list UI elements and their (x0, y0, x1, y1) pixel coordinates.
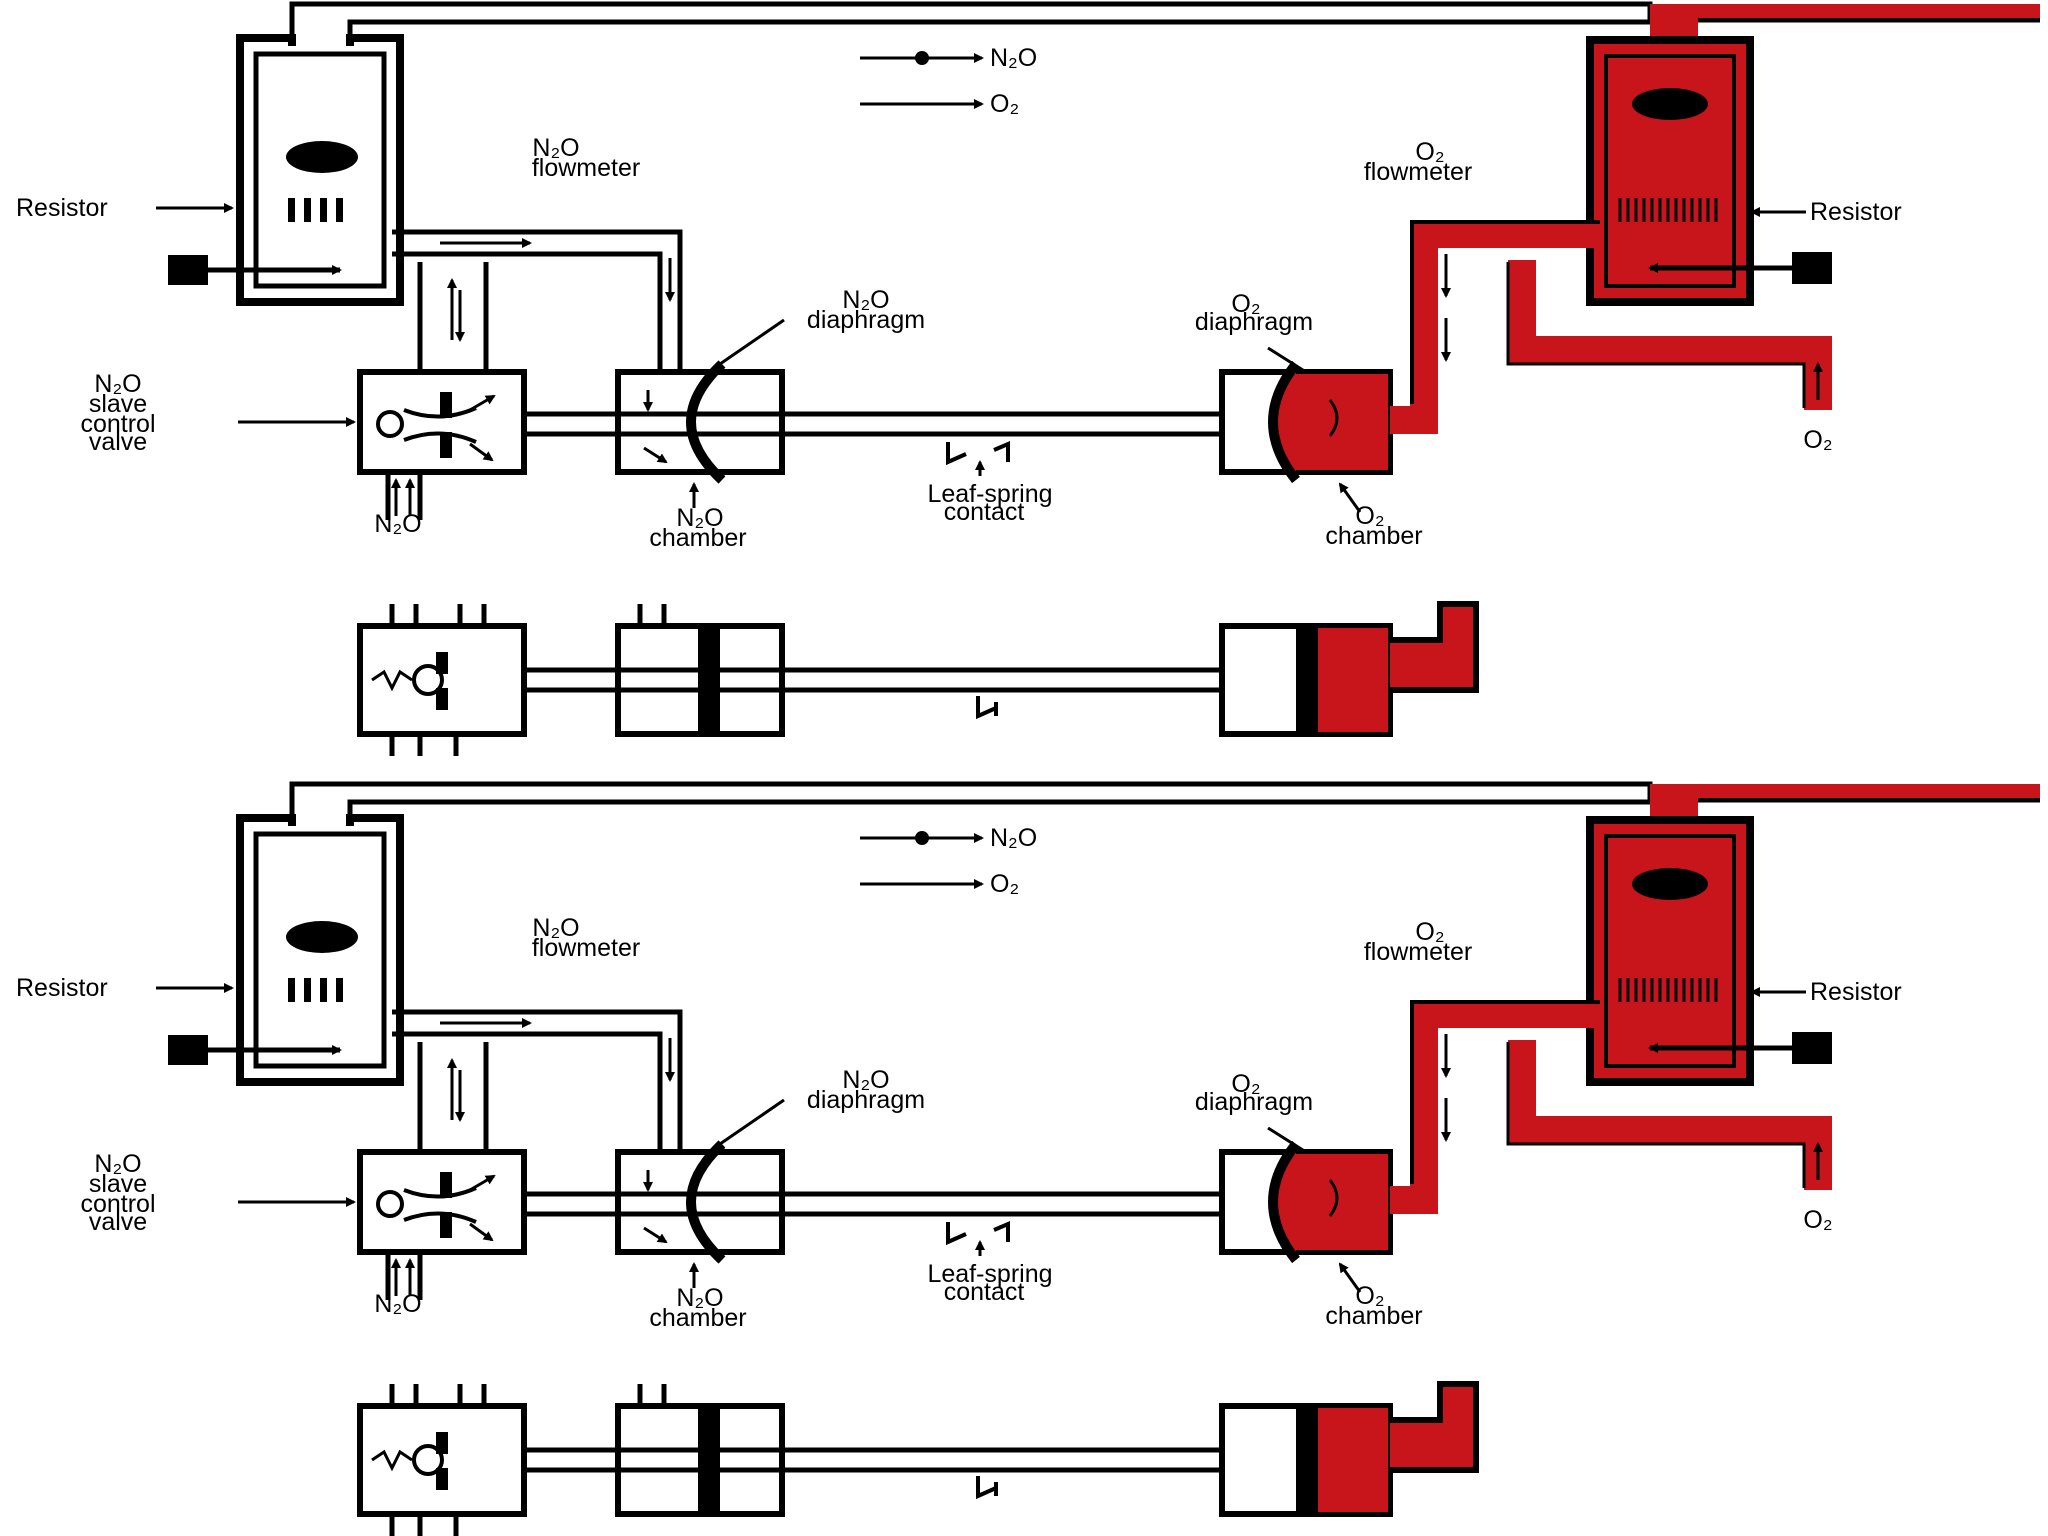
slave-valve-label-2: slave (89, 1170, 147, 1198)
o2-diaphragm-label: O₂ (1231, 1070, 1260, 1098)
leaf-spring-label-2: contact (944, 1278, 1025, 1306)
n2o-flowmeter-label-2: flowmeter (532, 934, 640, 962)
leaf-spring-label: Leaf-spring (927, 480, 1052, 508)
resistor-left-label: Resistor (16, 194, 108, 222)
o2-flowmeter-label: O₂ (1415, 138, 1444, 166)
o2-inlet-label: O₂ (1803, 1206, 1832, 1234)
o2-flowmeter-label: O₂ (1415, 918, 1444, 946)
n2o-chamber-label-2: chamber (649, 524, 746, 552)
panel-top (156, 4, 2040, 756)
n2o-chamber-label-2: chamber (649, 1304, 746, 1332)
n2o-diaphragm-label-2: diaphragm (807, 306, 925, 334)
slave-valve-label-2: slave (89, 390, 147, 418)
resistor-left-label: Resistor (16, 974, 108, 1002)
n2o-inlet-label: N₂O (374, 510, 421, 538)
legend-n2o-label: N₂O (990, 44, 1037, 72)
n2o-inlet-label: N₂O (374, 1290, 421, 1318)
o2-diaphragm-label: O₂ (1231, 290, 1260, 318)
o2-flowmeter-label-2: flowmeter (1364, 938, 1472, 966)
n2o-diaphragm-label-2: diaphragm (807, 1086, 925, 1114)
labels-panel-top: N₂O O₂ Resistor Resistor N₂O flowmeter O… (16, 44, 1902, 552)
panel-bottom (156, 784, 2040, 1536)
n2o-flowmeter-label-2: flowmeter (532, 154, 640, 182)
slave-valve-label-3: control (80, 410, 155, 438)
o2-chamber-label-2: chamber (1325, 522, 1422, 550)
resistor-right-label: Resistor (1810, 198, 1902, 226)
labels-panel-bottom: N₂O O₂ Resistor Resistor N₂O flowmeter O… (16, 824, 1902, 1332)
o2-diaphragm-label-2: diaphragm (1195, 1088, 1313, 1116)
legend-o2-label: O₂ (990, 90, 1019, 118)
slave-valve-label-3: control (80, 1190, 155, 1218)
o2-chamber-label: O₂ (1355, 502, 1384, 530)
leaf-spring-label-2: contact (944, 498, 1025, 526)
leaf-spring-label: Leaf-spring (927, 1260, 1052, 1288)
resistor-right-label: Resistor (1810, 978, 1902, 1006)
o2-diaphragm-label-2: diaphragm (1195, 308, 1313, 336)
n2o-diaphragm-label: N₂O (842, 1066, 889, 1094)
n2o-chamber-label: N₂O (676, 504, 723, 532)
n2o-diaphragm-label: N₂O (842, 286, 889, 314)
n2o-flowmeter-label: N₂O (532, 134, 579, 162)
legend-n2o-label: N₂O (990, 824, 1037, 852)
o2-flowmeter-label-2: flowmeter (1364, 158, 1472, 186)
slave-valve-label-1: N₂O (94, 370, 141, 398)
slave-valve-label-4: valve (89, 1208, 147, 1236)
legend-o2-label: O₂ (990, 870, 1019, 898)
n2o-flowmeter-label: N₂O (532, 914, 579, 942)
o2-chamber-label-2: chamber (1325, 1302, 1422, 1330)
slave-valve-label-4: valve (89, 428, 147, 456)
o2-chamber-label: O₂ (1355, 1282, 1384, 1310)
slave-valve-label-1: N₂O (94, 1150, 141, 1178)
o2-inlet-label: O₂ (1803, 426, 1832, 454)
n2o-chamber-label: N₂O (676, 1284, 723, 1312)
